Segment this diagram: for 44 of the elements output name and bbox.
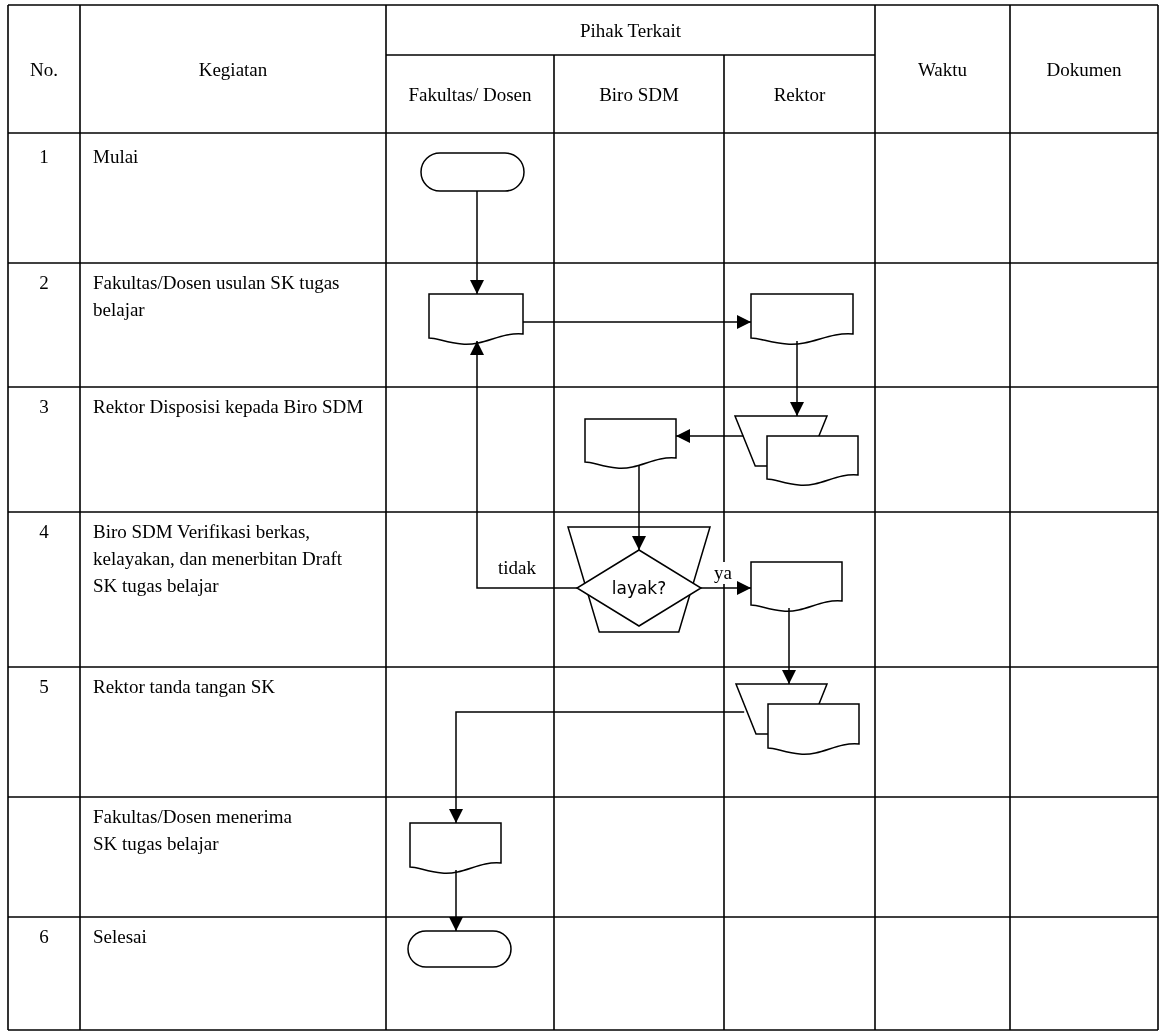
column-header: Dokumen [1046,57,1122,82]
manual-operation-shape [568,527,710,632]
arrow [522,315,752,329]
document-shape [751,562,842,611]
arrow [470,190,484,295]
activity-text: Mulai [93,145,139,169]
document-shape [768,704,859,754]
column-header: No. [30,57,58,82]
arrow [790,340,804,417]
activity-text: Fakultas/Dosen usulan SK tugas belajar [93,271,341,322]
activity-text: Fakultas/Dosen menerima SK tugas belajar [93,805,293,856]
row-number: 3 [39,395,49,419]
column-header: Biro SDM [599,82,679,107]
arrow [675,429,745,443]
column-header: Pihak Terkait [579,18,682,43]
row-number: 6 [39,925,49,949]
arrow [449,711,745,824]
activity-text: Rektor tanda tangan SK [93,675,276,699]
arrow [632,464,646,551]
activity-text: Rektor Disposisi kepada Biro SDM [93,395,364,419]
arrow [782,607,796,685]
document-shape [585,419,676,468]
arrow [449,869,463,932]
arrow [700,581,752,595]
decision-diamond [577,550,701,626]
document-shape [429,294,523,344]
column-header: Kegiatan [198,57,268,82]
activity-text: Selesai [93,925,147,949]
row-number: 4 [39,520,49,544]
column-header: Waktu [917,57,968,82]
column-header: Rektor [773,82,826,107]
document-shape [767,436,858,485]
edge-label: ya [713,562,733,584]
terminator-shape [421,153,524,191]
terminator-shape [408,931,511,967]
row-number: 2 [39,271,49,295]
activity-text: Biro SDM Verifikasi berkas, kelayakan, dan menerbitan Draft SK tugas belajar [93,520,343,598]
document-shape [751,294,853,344]
decision-text: layak? [610,578,668,598]
column-header: Fakultas/ Dosen [408,82,532,107]
row-number: 1 [39,145,49,169]
document-shape [410,823,501,873]
arrow [470,340,578,589]
row-number: 5 [39,675,49,699]
